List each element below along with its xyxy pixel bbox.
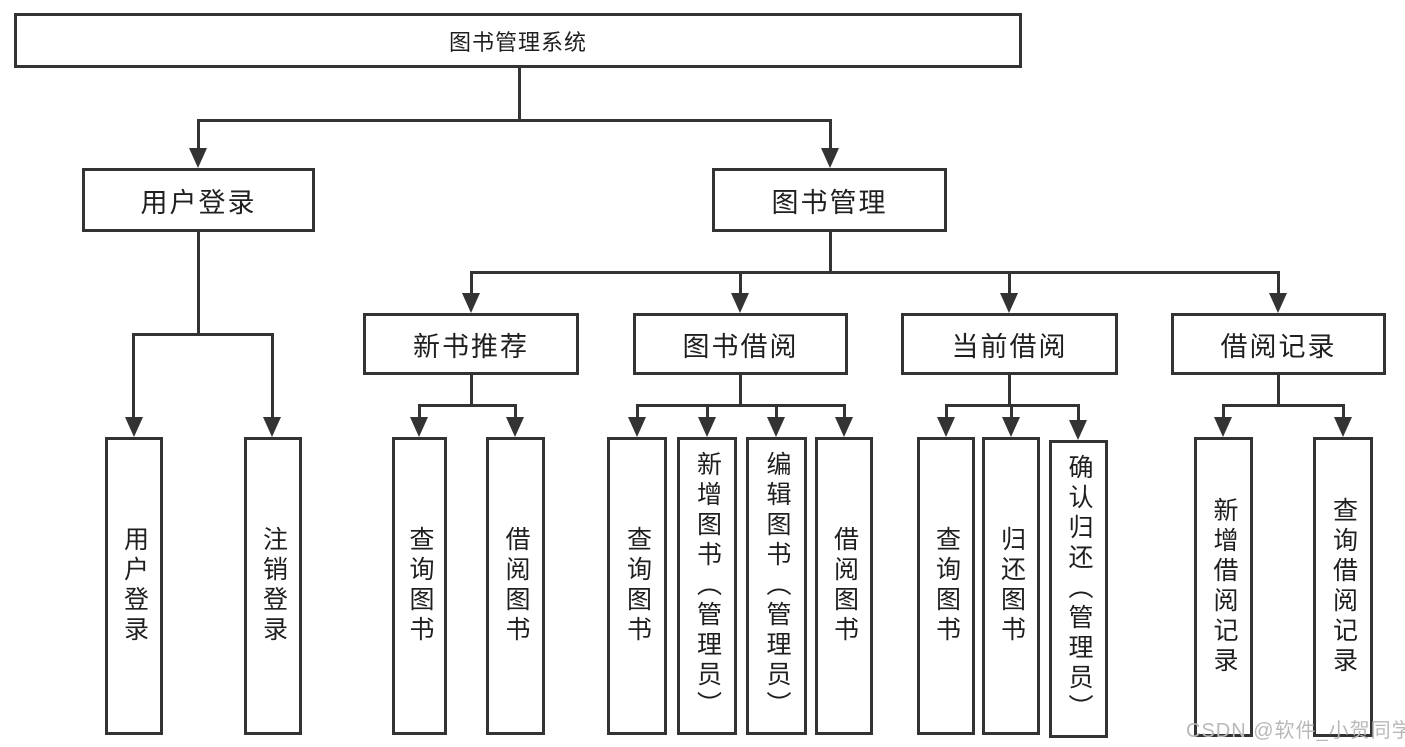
leaf-borrow-borrow-books-label: 借阅图书: [830, 526, 859, 646]
connector-line: [1008, 375, 1011, 407]
connector-line: [197, 119, 832, 122]
node-book-management-label: 图书管理: [771, 187, 888, 218]
leaf-borrow-edit-books-admin-label: 编辑图书（管理员）: [763, 451, 791, 721]
connector-line: [1222, 404, 1225, 417]
connector-line: [739, 375, 742, 407]
leaf-records-query-record: 查询借阅记录: [1313, 437, 1373, 737]
connector-line: [829, 232, 832, 274]
leaf-logout: 注销登录: [244, 437, 302, 735]
arrowhead-down-icon: [1002, 417, 1020, 437]
arrowhead-down-icon: [410, 417, 428, 437]
leaf-borrow-add-books-admin: 新增图书（管理员）: [677, 437, 737, 735]
leaf-records-add-record-label: 新增借阅记录: [1210, 497, 1238, 677]
node-book-borrowing-label: 图书借阅: [682, 331, 799, 362]
node-library-system: 图书管理系统: [14, 13, 1022, 68]
connector-line: [418, 404, 517, 407]
arrowhead-down-icon: [937, 417, 955, 437]
leaf-user-login: 用户登录: [105, 437, 163, 735]
arrowhead-down-icon: [821, 148, 839, 168]
connector-line: [470, 271, 473, 293]
connector-line: [1277, 271, 1280, 293]
leaf-current-confirm-return-admin-label: 确认归还（管理员）: [1065, 454, 1093, 724]
leaf-newbooks-query-books-label: 查询图书: [406, 526, 434, 646]
connector-line: [775, 404, 778, 417]
connector-line: [132, 333, 274, 336]
arrowhead-down-icon: [1334, 417, 1352, 437]
connector-line: [1077, 404, 1080, 420]
connector-line: [739, 271, 742, 293]
connector-line: [706, 404, 709, 417]
node-user-login-label: 用户登录: [140, 187, 257, 218]
arrowhead-down-icon: [263, 417, 281, 437]
connector-line: [945, 404, 948, 417]
leaf-newbooks-query-books: 查询图书: [392, 437, 447, 735]
arrowhead-down-icon: [731, 293, 749, 313]
leaf-newbooks-borrow-books-label: 借阅图书: [502, 526, 530, 646]
connector-line: [829, 119, 832, 148]
arrowhead-down-icon: [767, 417, 785, 437]
node-book-borrowing: 图书借阅: [633, 313, 848, 375]
arrowhead-down-icon: [125, 417, 143, 437]
leaf-user-login-label: 用户登录: [120, 526, 149, 646]
leaf-current-query-books-label: 查询图书: [932, 526, 961, 646]
csdn-watermark: CSDN @软件_小贺同学: [1186, 720, 1405, 742]
connector-line: [1342, 404, 1345, 417]
arrowhead-down-icon: [506, 417, 524, 437]
arrowhead-down-icon: [189, 148, 207, 168]
leaf-current-query-books: 查询图书: [917, 437, 975, 735]
node-new-book-recommend-label: 新书推荐: [413, 331, 529, 362]
connector-line: [197, 119, 200, 148]
node-new-book-recommend: 新书推荐: [363, 313, 579, 375]
connector-line: [1277, 375, 1280, 407]
arrowhead-down-icon: [835, 417, 853, 437]
leaf-current-return-books: 归还图书: [982, 437, 1040, 735]
connector-line: [518, 67, 521, 122]
connector-line: [1010, 404, 1013, 417]
leaf-current-confirm-return-admin: 确认归还（管理员）: [1049, 440, 1108, 738]
arrowhead-down-icon: [628, 417, 646, 437]
arrowhead-down-icon: [1069, 420, 1087, 440]
node-borrowing-records-label: 借阅记录: [1220, 331, 1337, 362]
leaf-logout-label: 注销登录: [259, 526, 288, 646]
leaf-newbooks-borrow-books: 借阅图书: [486, 437, 545, 735]
leaf-borrow-edit-books-admin: 编辑图书（管理员）: [746, 437, 807, 735]
leaf-borrow-query-books: 查询图书: [607, 437, 667, 735]
leaf-records-query-record-label: 查询借阅记录: [1329, 497, 1358, 677]
node-borrowing-records: 借阅记录: [1171, 313, 1386, 375]
connector-line: [271, 333, 274, 417]
connector-line: [418, 404, 421, 417]
leaf-current-return-books-label: 归还图书: [997, 526, 1026, 646]
connector-line: [514, 404, 517, 417]
arrowhead-down-icon: [1000, 293, 1018, 313]
leaf-records-add-record: 新增借阅记录: [1194, 437, 1253, 737]
connector-line: [197, 232, 200, 336]
arrowhead-down-icon: [462, 293, 480, 313]
leaf-borrow-borrow-books: 借阅图书: [815, 437, 873, 735]
connector-line: [470, 271, 1280, 274]
connector-line: [843, 404, 846, 417]
node-library-system-label: 图书管理系统: [448, 29, 587, 55]
connector-line: [1222, 404, 1345, 407]
connector-line: [636, 404, 639, 417]
node-current-borrowing-label: 当前借阅: [951, 331, 1068, 362]
arrowhead-down-icon: [1214, 417, 1232, 437]
node-current-borrowing: 当前借阅: [901, 313, 1118, 375]
node-book-management: 图书管理: [712, 168, 947, 232]
connector-line: [1008, 271, 1011, 293]
connector-line: [470, 375, 473, 407]
arrowhead-down-icon: [1269, 293, 1287, 313]
node-user-login: 用户登录: [82, 168, 315, 232]
connector-line: [636, 404, 846, 407]
arrowhead-down-icon: [698, 417, 716, 437]
leaf-borrow-add-books-admin-label: 新增图书（管理员）: [693, 451, 722, 721]
leaf-borrow-query-books-label: 查询图书: [623, 526, 652, 646]
connector-line: [132, 333, 135, 417]
